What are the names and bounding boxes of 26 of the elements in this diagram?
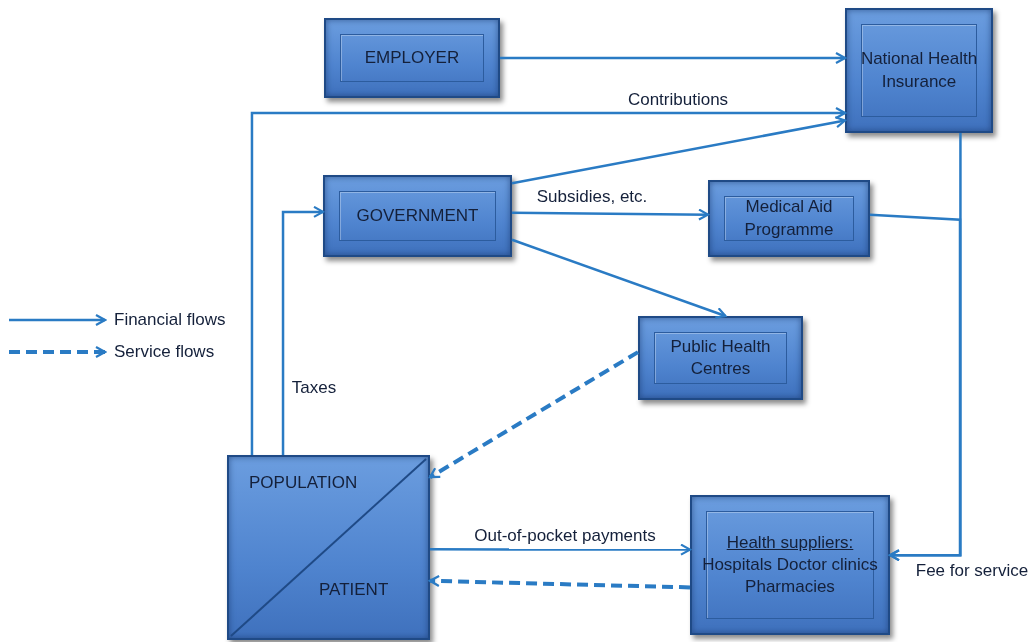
box-label: EMPLOYER [364, 46, 460, 69]
arrow [511, 238, 727, 319]
arrow [500, 51, 847, 65]
edge-label: Out-of-pocket payments [472, 526, 658, 546]
box-label: Hospitals Doctor clinics Pharmacies [702, 553, 878, 599]
process-box [708, 180, 870, 257]
box-label: POPULATION [249, 473, 358, 493]
arrow [250, 106, 847, 455]
process-box [324, 18, 500, 98]
box-label: PATIENT [319, 580, 389, 600]
box-label: Medical Aid Programme [743, 196, 835, 241]
process-box [690, 495, 890, 635]
process-box [845, 8, 993, 133]
box-label: Public Health Centres [669, 335, 772, 380]
arrow [869, 213, 962, 562]
legend-label: Service flows [114, 342, 215, 362]
box-label: GOVERNMENT [356, 204, 479, 227]
box-label: National Health Insurance [859, 48, 979, 93]
process-box [323, 175, 512, 257]
arrow [281, 205, 325, 455]
arrow [512, 208, 710, 221]
arrow [430, 543, 692, 556]
process-box [638, 316, 803, 400]
box-heading: Health suppliers: [726, 531, 854, 554]
legend-label: Financial flows [114, 310, 226, 330]
arrow [511, 116, 847, 185]
